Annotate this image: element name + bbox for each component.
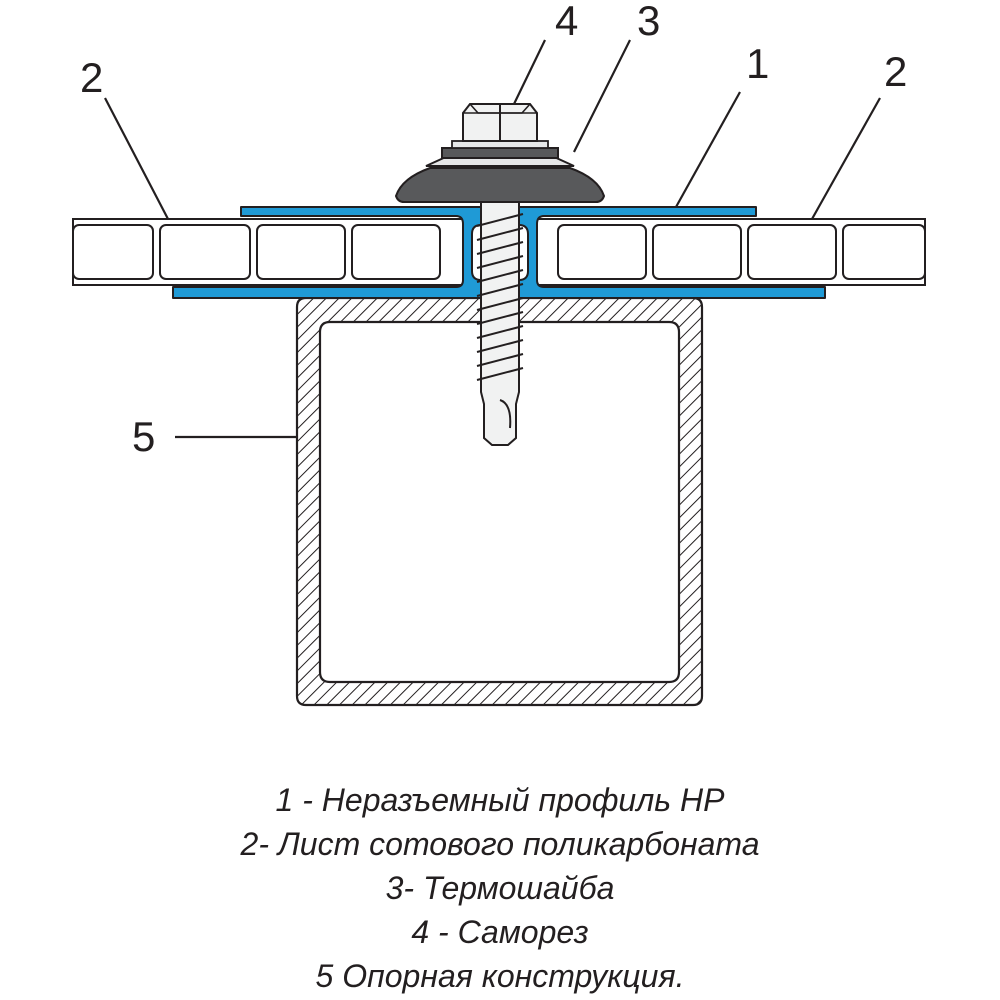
polycarbonate-sheet-left	[72, 218, 466, 286]
leader-line-2-left	[104, 97, 169, 220]
thermo-washer	[394, 140, 606, 203]
leader-lines	[104, 39, 881, 439]
callout-4: 4	[555, 0, 578, 44]
callout-2-left: 2	[80, 54, 103, 101]
polycarbonate-sheet-right	[534, 218, 926, 286]
callout-1: 1	[746, 40, 769, 87]
legend-item-3: 3- Термошайба	[385, 870, 615, 906]
legend: 1 - Неразъемный профиль НР 2- Лист сотов…	[0, 778, 1000, 998]
callout-3: 3	[637, 0, 660, 44]
leader-line-4	[513, 39, 546, 105]
screw-shank	[476, 201, 524, 446]
leader-line-2-right	[811, 97, 881, 220]
legend-item-5: 5 Опорная конструкция.	[315, 958, 685, 994]
callout-2-right: 2	[884, 48, 907, 95]
leader-line-1	[675, 91, 741, 208]
callout-5: 5	[132, 413, 155, 460]
support-structure	[295, 296, 704, 707]
legend-item-2: 2- Лист сотового поликарбоната	[240, 826, 760, 862]
legend-item-1: 1 - Неразъемный профиль НР	[275, 782, 725, 818]
legend-item-4: 4 - Саморез	[411, 914, 589, 950]
screw-head	[462, 103, 538, 142]
leader-line-3	[573, 39, 631, 153]
assembly-diagram: 4 3 1 2 2 5	[72, 0, 926, 707]
